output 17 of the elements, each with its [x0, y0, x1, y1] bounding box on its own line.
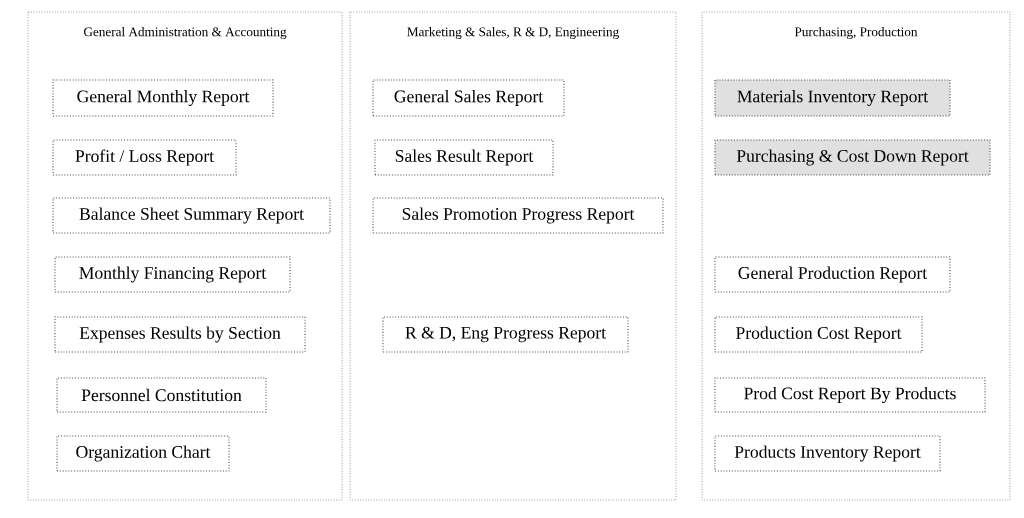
report-box: Personnel Constitution: [56, 377, 267, 413]
report-box: General Monthly Report: [52, 79, 274, 117]
report-box: Monthly Financing Report: [54, 256, 291, 293]
report-box: General Sales Report: [372, 79, 565, 117]
report-box: Purchasing & Cost Down Report: [714, 139, 991, 176]
report-box: Sales Promotion Progress Report: [372, 197, 664, 234]
report-box: General Production Report: [714, 256, 951, 293]
report-box: Production Cost Report: [714, 316, 923, 353]
report-box: Organization Chart: [56, 435, 230, 472]
report-box: Balance Sheet Summary Report: [52, 197, 331, 234]
report-box: Expenses Results by Section: [54, 316, 306, 353]
report-box: Prod Cost Report By Products: [714, 377, 986, 413]
report-box: Profit / Loss Report: [52, 139, 237, 176]
report-box: R & D, Eng Progress Report: [382, 316, 629, 353]
report-box: Materials Inventory Report: [714, 79, 951, 117]
report-box: Sales Result Report: [374, 139, 554, 176]
report-box: Products Inventory Report: [714, 435, 941, 472]
